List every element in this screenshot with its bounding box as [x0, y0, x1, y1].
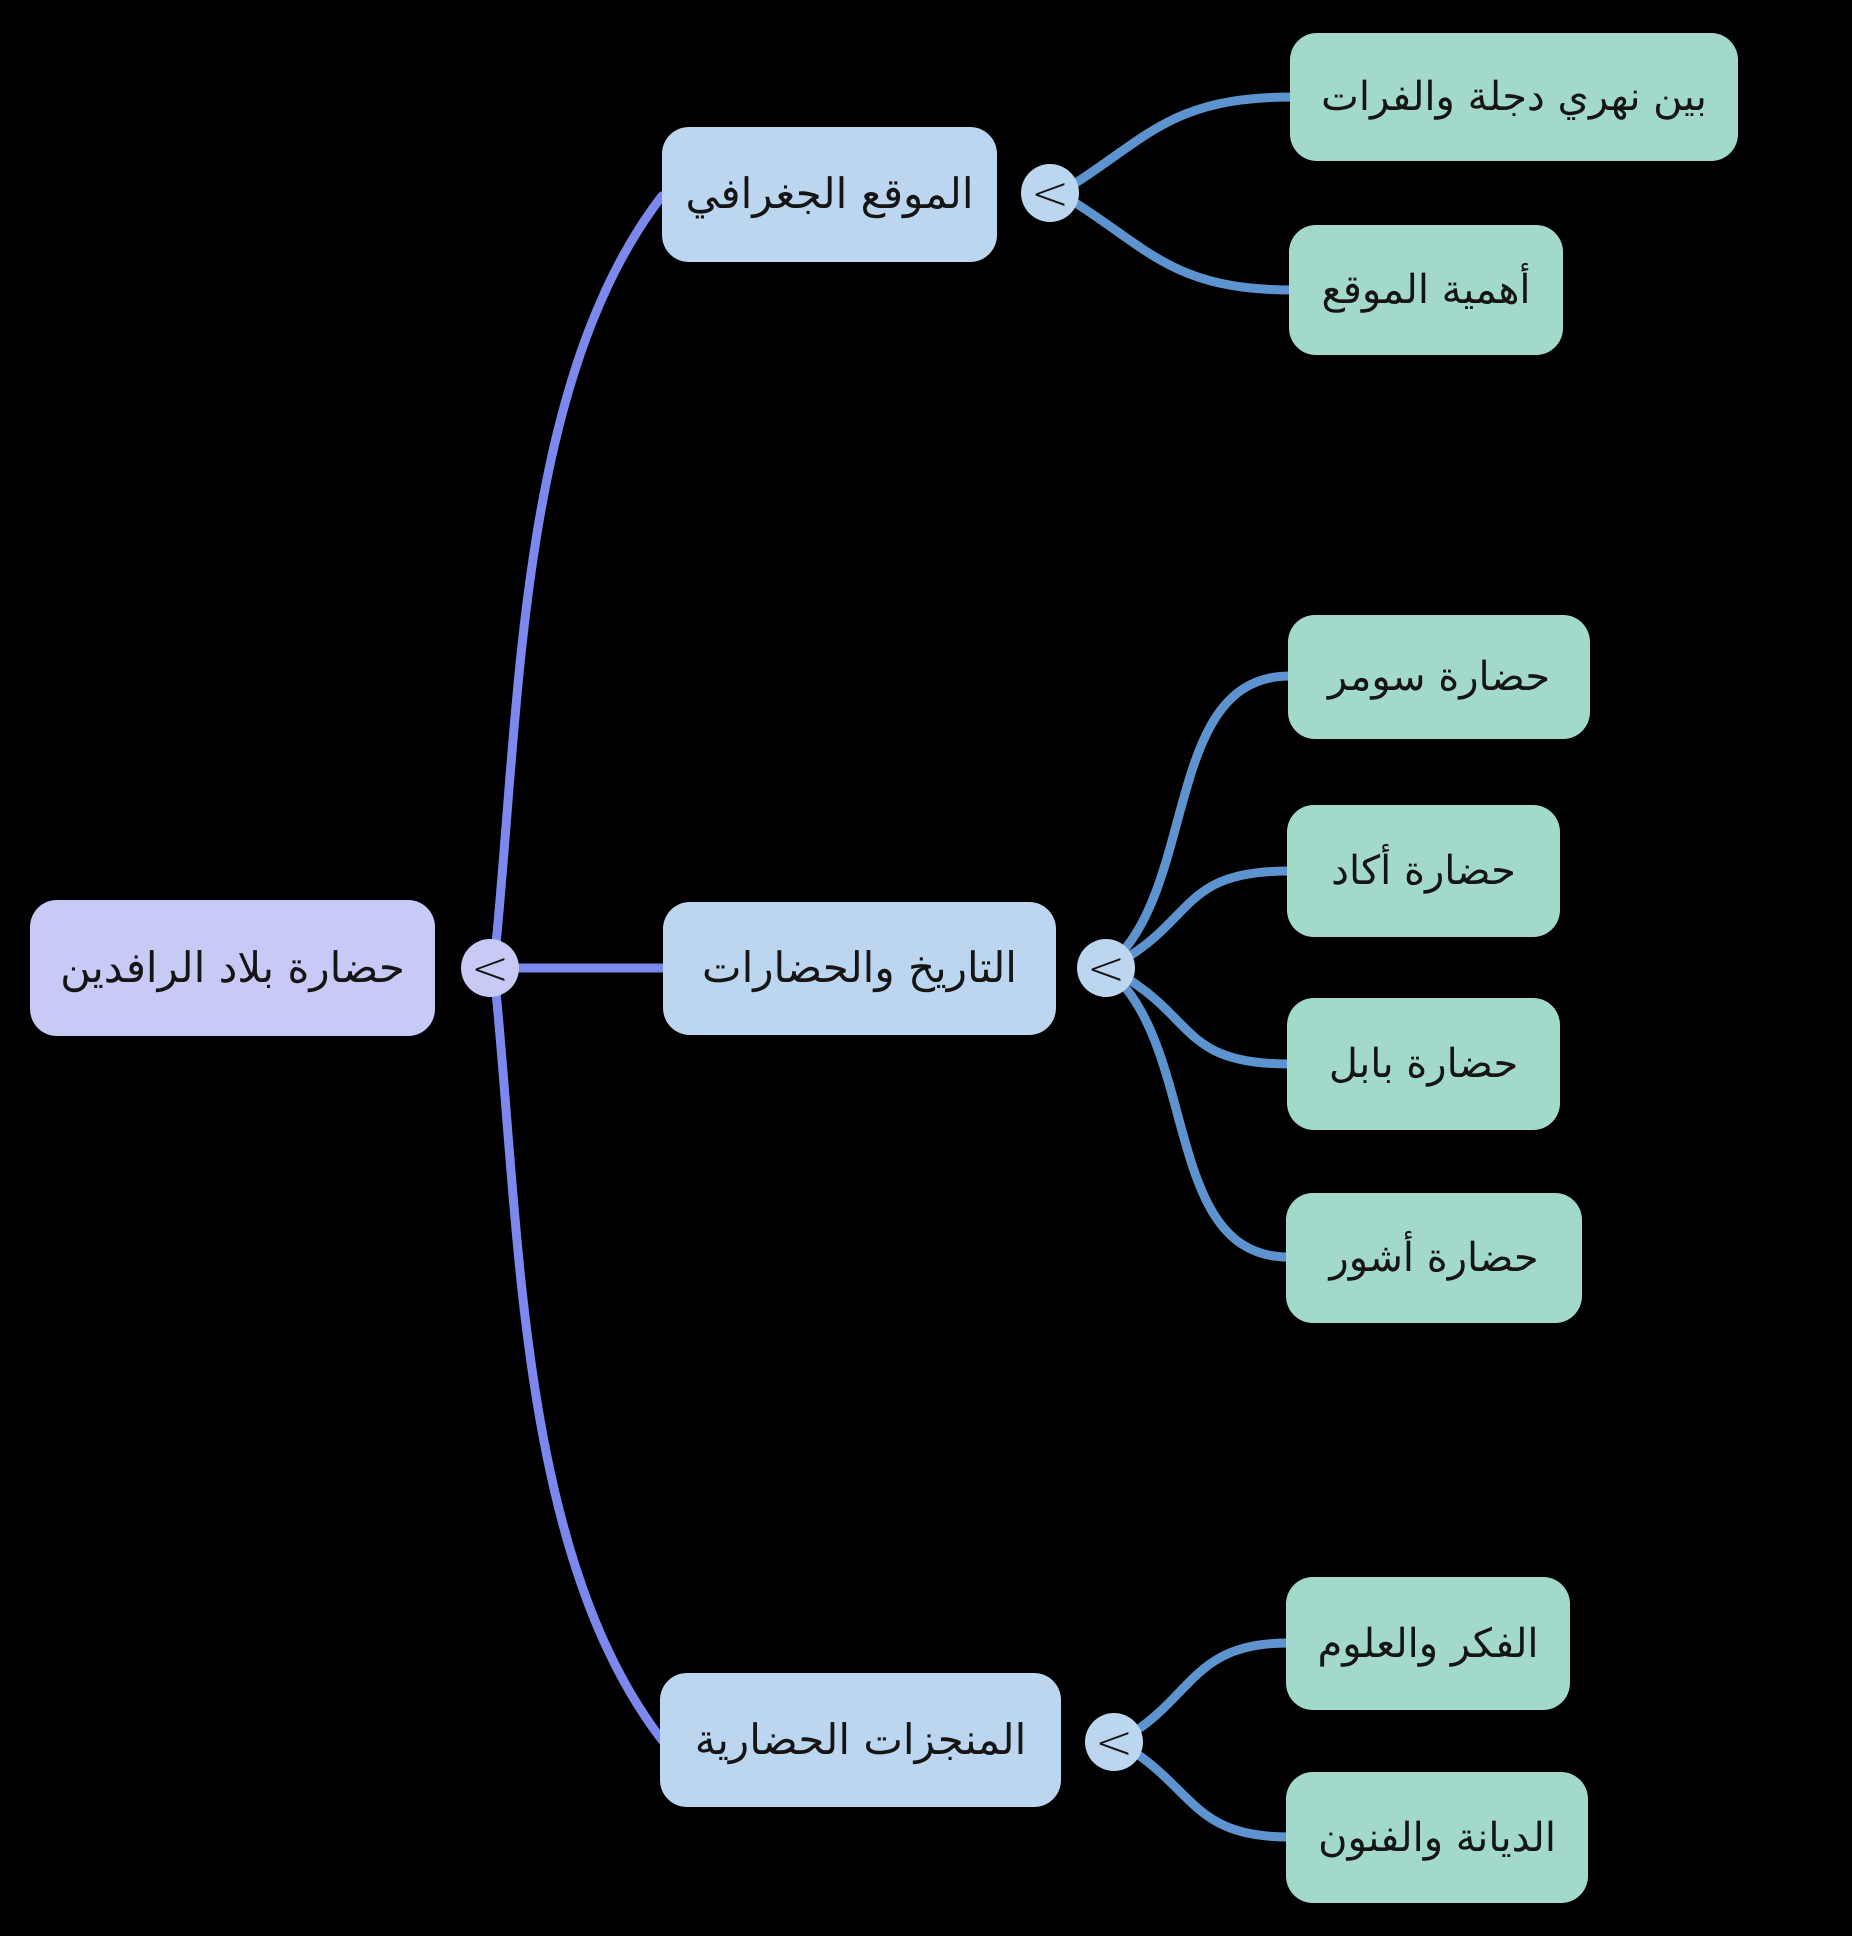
edge-history-to-sumer — [1119, 671, 1295, 955]
node-achievements[interactable]: المنجزات الحضارية — [660, 1673, 1061, 1807]
node-akkad-label: حضارة أكاد — [1331, 848, 1516, 894]
node-geography[interactable]: الموقع الجغرافي — [662, 127, 997, 262]
node-sumer-label: حضارة سومر — [1327, 654, 1551, 700]
node-root[interactable]: حضارة بلاد الرافدين — [30, 900, 435, 1036]
collapse-toggle-achievements[interactable]: < — [1085, 1713, 1143, 1771]
node-history-label: التاريخ والحضارات — [702, 943, 1017, 993]
collapse-toggle-history[interactable]: < — [1077, 939, 1135, 997]
collapse-icon: < — [1094, 1715, 1134, 1769]
edge-achievements-to-science — [1135, 1638, 1293, 1733]
node-rivers-label: بين نهري دجلة والفرات — [1321, 74, 1707, 120]
node-sumer[interactable]: حضارة سومر — [1288, 615, 1590, 739]
collapse-toggle-geography[interactable]: < — [1021, 164, 1079, 222]
node-thought-science[interactable]: الفكر والعلوم — [1286, 1577, 1570, 1710]
edge-geography-to-importance — [1069, 197, 1297, 295]
node-assyria-label: حضارة أشور — [1329, 1235, 1539, 1281]
edge-history-to-akkad — [1123, 866, 1294, 962]
node-history[interactable]: التاريخ والحضارات — [663, 902, 1056, 1035]
node-assyria[interactable]: حضارة أشور — [1286, 1193, 1582, 1323]
edge-geography-to-rivers — [1069, 92, 1297, 189]
edge-root-to-achievements — [491, 987, 667, 1745]
node-akkad[interactable]: حضارة أكاد — [1287, 805, 1560, 937]
node-rivers[interactable]: بين نهري دجلة والفرات — [1290, 33, 1738, 161]
node-geography-label: الموقع الجغرافي — [685, 169, 974, 219]
collapse-toggle-root[interactable]: < — [461, 939, 519, 997]
collapse-icon: < — [1086, 941, 1126, 995]
node-thought-science-label: الفكر والعلوم — [1317, 1620, 1539, 1667]
node-religion-arts[interactable]: الديانة والفنون — [1286, 1772, 1588, 1903]
node-achievements-label: المنجزات الحضارية — [694, 1714, 1027, 1764]
node-location-importance-label: أهمية الموقع — [1321, 267, 1531, 313]
collapse-icon: < — [470, 941, 510, 995]
edge-root-to-geography — [491, 191, 667, 949]
edge-history-to-assyria — [1119, 981, 1293, 1262]
node-location-importance[interactable]: أهمية الموقع — [1289, 225, 1563, 355]
edge-history-to-babylon — [1123, 974, 1294, 1069]
node-religion-arts-label: الديانة والفنون — [1318, 1814, 1556, 1861]
node-babylon-label: حضارة بابل — [1328, 1041, 1519, 1087]
edge-achievements-to-religion — [1135, 1751, 1293, 1842]
collapse-icon: < — [1030, 166, 1070, 220]
node-root-label: حضارة بلاد الرافدين — [60, 942, 405, 992]
node-babylon[interactable]: حضارة بابل — [1287, 998, 1560, 1130]
